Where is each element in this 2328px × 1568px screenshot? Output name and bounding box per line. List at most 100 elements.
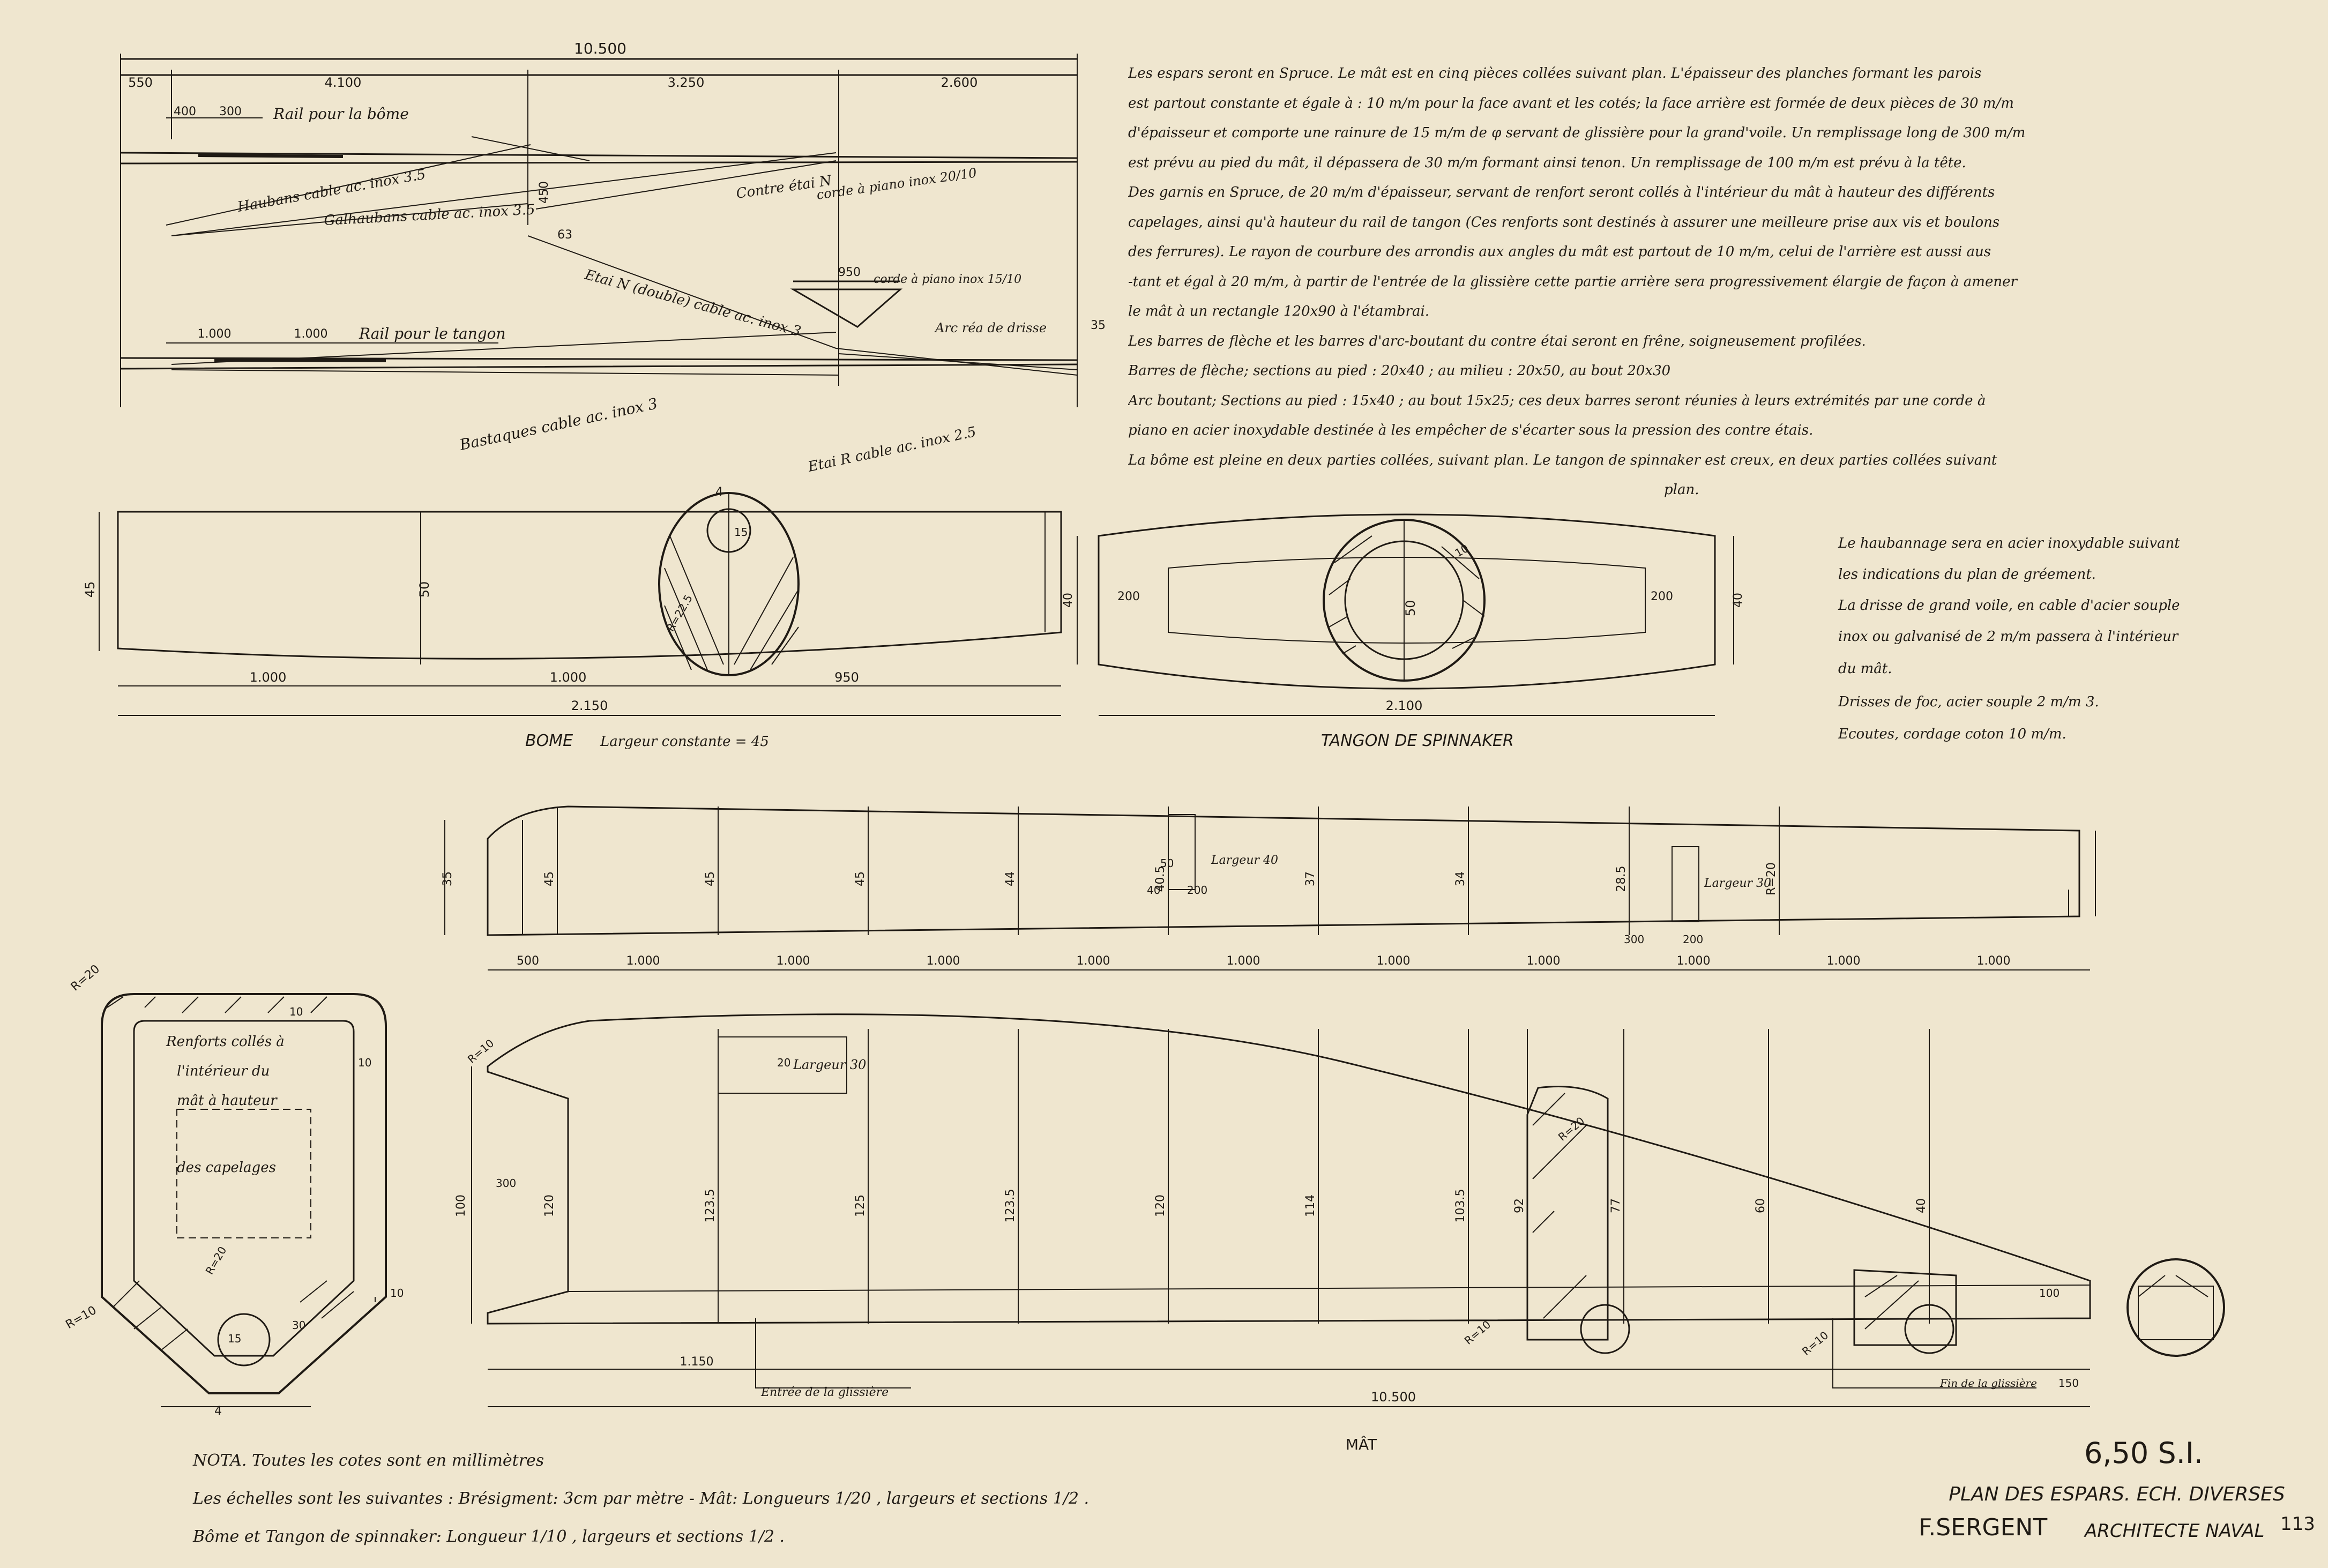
boom-total: 2.150 [571, 698, 608, 713]
tangon-h-0: 40 [1062, 593, 1075, 608]
mast-upper-h: 44 [1004, 871, 1017, 886]
side-note-line: Drisses de foc, acier souple 2 m/m 3. [1838, 694, 2099, 710]
note-line: Arc boutant; Sections au pied : 15x40 ; … [1128, 392, 1986, 409]
note-line: le mât à un rectangle 120x90 à l'étambra… [1128, 303, 1430, 319]
mast-small-dim: 300 [1624, 933, 1644, 946]
rig-seg-0: 550 [128, 75, 153, 90]
boom-drawing: 45 50 4 15 R=22.5 1.000 1.000 950 2.150 … [83, 486, 1062, 750]
boom-end-dim: 45 [83, 581, 98, 598]
mast-small-dim: 200 [1187, 884, 1207, 897]
mast-upper-h: 28.5 [1615, 866, 1628, 892]
mast-seg: 1.000 [777, 954, 810, 968]
note-line: capelages, ainsi qu'à hauteur du rail de… [1128, 214, 2000, 230]
sheet-number: 113 [2280, 1513, 2315, 1535]
mast-section-detail: Renforts collés à l'intérieur du mât à h… [64, 962, 404, 1418]
rig-sub-0: 400 [174, 105, 196, 118]
mast-small-dim: 100 [2039, 1287, 2060, 1300]
section-note-1: l'intérieur du [177, 1063, 270, 1079]
side-note-line: La drisse de grand voile, en cable d'aci… [1838, 598, 2180, 614]
rig-seg-3: 2.600 [941, 75, 978, 90]
side-note-line: Ecoutes, cordage coton 10 m/m. [1838, 726, 2066, 742]
footnote-block: NOTA. Toutes les cotes sont en millimètr… [192, 1451, 1089, 1546]
tangon-drawing: 50 10 200 200 40 40 2.100 TANGON DE SPIN… [1062, 513, 1745, 750]
mast-foot-dim: 150 [2058, 1377, 2079, 1390]
rig-sub-1: 300 [219, 105, 242, 118]
mast-seg: 1.000 [1377, 954, 1411, 968]
mast-upper-h: 45 [704, 871, 717, 886]
mast-seg: 1.000 [1827, 954, 1861, 968]
mast-upper-h: 34 [1454, 871, 1467, 886]
note-line: d'épaisseur et comporte une rainure de 1… [1128, 125, 2026, 141]
tangon-total: 2.100 [1386, 698, 1423, 713]
mast-r-note: R=10 [1800, 1328, 1831, 1357]
mast-lower-h: 92 [1513, 1198, 1526, 1213]
rigging-view: 10.500 550 4.100 3.250 2.600 400 300 Rai… [120, 40, 1106, 475]
rig-seg-1: 4.100 [325, 75, 362, 90]
mast-r-note: R=10 [1462, 1318, 1493, 1347]
mast-lower-h: 120 [1154, 1194, 1167, 1217]
mast-r-note: R=10 [465, 1036, 496, 1065]
corde-piano2-label: corde à piano inox 15/10 [874, 273, 1021, 286]
arc-drisse-label: Arc réa de drisse [934, 320, 1047, 335]
tangon-end-1: 200 [1651, 590, 1673, 603]
note-line: Les barres de flèche et les barres d'arc… [1128, 333, 1866, 349]
note-line: est partout constante et égale à : 10 m/… [1128, 95, 2014, 111]
haubans-label: Haubans cable ac. inox 3.5 [236, 167, 427, 215]
side-note-line: inox ou galvanisé de 2 m/m passera à l'i… [1838, 629, 2178, 645]
mast-lower-h: 103.5 [1454, 1189, 1467, 1223]
dim-63: 63 [557, 228, 572, 242]
boom-sec-top: 4 [715, 486, 723, 499]
mast-lower-h: 123.5 [1004, 1189, 1017, 1223]
boom-sec-d: 15 [734, 526, 748, 539]
title-architect: F.SERGENT [1919, 1514, 2047, 1541]
rigging-notes: Le haubannage sera en acier inoxydable s… [1838, 528, 2278, 750]
title-block: 6,50 S.I. PLAN DES ESPARS. ECH. DIVERSES… [1346, 1435, 2315, 1542]
dim-950: 950 [838, 266, 861, 279]
mast-upper-h: 37 [1304, 871, 1317, 886]
mast-lower-h: 77 [1609, 1198, 1623, 1213]
mast-lower-h: 100 [454, 1194, 468, 1217]
side-note-line: les indications du plan de gréement. [1838, 566, 2096, 583]
mast-drawing [444, 805, 2225, 1388]
rail-boom-label: Rail pour la bôme [273, 105, 409, 123]
boom-seg-1: 1.000 [550, 670, 587, 685]
tangon-h-1: 40 [1732, 593, 1745, 608]
etai-double-label: Etai N (double) cable ac. inox 3 [583, 267, 802, 340]
section-dim-1: 10 [289, 1005, 303, 1018]
width-note: Largeur 30 [1704, 877, 1771, 890]
mast-upper-h: 35 [441, 871, 454, 886]
mast-seg: 1.000 [1977, 954, 2011, 968]
tangon-seg-1: 1.000 [294, 327, 328, 341]
mast-small-dim: 40 [1147, 884, 1160, 897]
width-box [1672, 846, 1699, 922]
section-dim-5: 10 [390, 1287, 404, 1300]
boom-seg-2: 950 [834, 670, 859, 685]
section-dim-0: R=20 [69, 962, 102, 994]
mast-total-dim: 10.500 [1371, 1390, 1416, 1405]
nota-text: NOTA. Toutes les cotes sont en millimètr… [192, 1451, 544, 1470]
galhaubans-label: Galhaubans cable ac. inox 3.5 [324, 201, 535, 229]
tangon-label: TANGON DE SPINNAKER [1321, 731, 1514, 750]
boom-label: BOME [525, 731, 573, 750]
mast-upper-h: 45 [543, 871, 556, 886]
fin-label: Fin de la glissière [1939, 1377, 2037, 1390]
note-line: est prévu au pied du mât, il dépassera d… [1128, 154, 1966, 171]
side-note-line: du mât. [1838, 661, 1892, 677]
width-note: Largeur 30 [793, 1057, 866, 1072]
boom-height-dim: 50 [417, 581, 432, 598]
width-note: Largeur 40 [1211, 854, 1278, 867]
mast-upper-h: 40.5 [1154, 866, 1167, 892]
dim-35: 35 [1091, 319, 1106, 332]
mast-lower-h: 120 [543, 1194, 556, 1217]
note-line: -tant et égal à 20 m/m, à partir de l'en… [1128, 273, 2017, 290]
boom-sub: Largeur constante = 45 [600, 734, 769, 750]
section-dim-7: 15 [228, 1332, 241, 1345]
mast-lower-h: 125 [854, 1194, 867, 1217]
title-role: ARCHITECTE NAVAL [2084, 1520, 2264, 1542]
side-note-line: Le haubannage sera en acier inoxydable s… [1838, 535, 2180, 551]
etai-r-label: Etai R cable ac. inox 2.5 [806, 424, 978, 475]
mast-small-dim: 20 [777, 1056, 790, 1069]
mast-label: MÂT [1346, 1435, 1377, 1453]
mast-seg: 1.000 [1677, 954, 1711, 968]
